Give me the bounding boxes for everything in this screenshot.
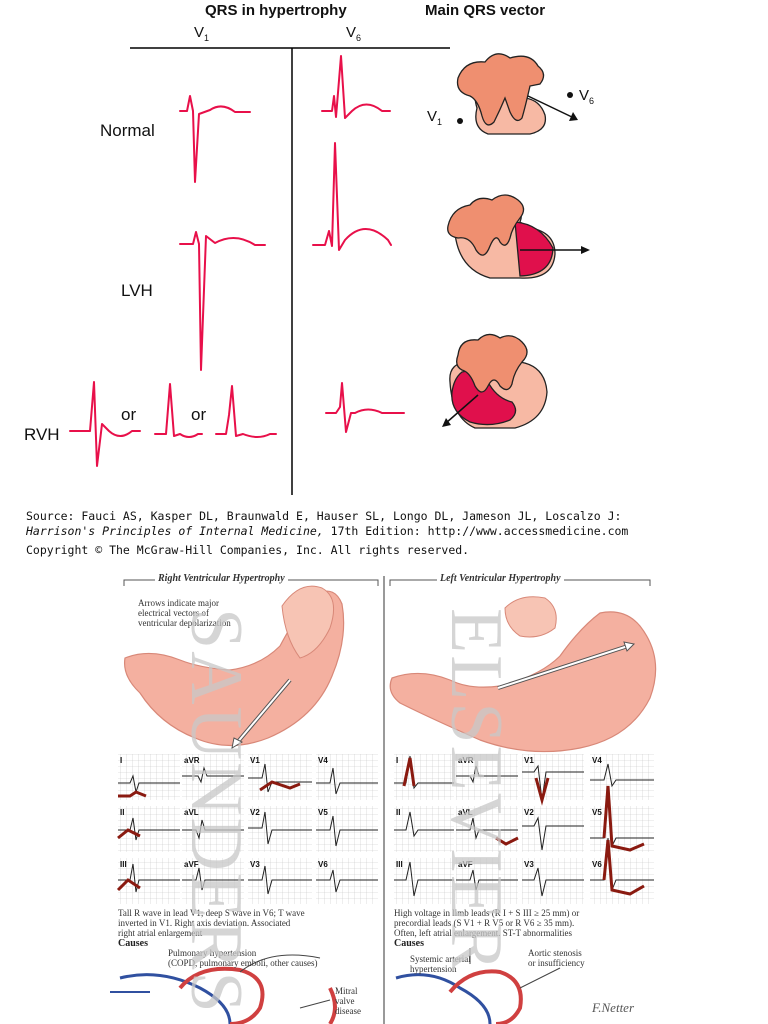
netter-ventricular-hypertrophy-plate: Right Ventricular Hypertrophy Left Ventr… — [0, 568, 768, 1024]
trace-normal-v6 — [321, 55, 391, 119]
lvh-lead-aVR: aVR — [458, 756, 474, 765]
lvh-lead-V1: V1 — [524, 756, 534, 765]
lvh-lead-V3: V3 — [524, 860, 534, 869]
rvh-lead-II: II — [120, 808, 125, 817]
lead-v1-label: V1 — [194, 24, 210, 43]
rvh-ecg-grids — [116, 754, 378, 904]
lvh-criteria-text: High voltage in limb leads (R I + S III … — [394, 908, 580, 938]
row-label-rvh: RVH — [24, 425, 60, 444]
rvh-lead-V5: V5 — [318, 808, 328, 817]
lvh-lead-V6: V6 — [592, 860, 602, 869]
rvh-lead-V3: V3 — [250, 860, 260, 869]
trace-rvh-v1-a — [69, 381, 141, 467]
rvh-panel-title: Right Ventricular Hypertrophy — [155, 573, 288, 584]
lead-v6-label: V6 — [346, 24, 362, 43]
copyright-line: Copyright © The McGraw-Hill Companies, I… — [26, 543, 470, 557]
lvh-vessels-illustration — [395, 948, 561, 1024]
or-label-2: or — [191, 405, 207, 424]
heart-lvh — [447, 194, 590, 279]
rvh-lead-aVL: aVL — [184, 808, 199, 817]
rvh-heart-illustration — [123, 585, 345, 750]
row-label-lvh: LVH — [121, 281, 153, 300]
rvh-lead-V1: V1 — [250, 756, 260, 765]
lvh-lead-III: III — [396, 860, 403, 869]
trace-rvh-v1-c — [215, 385, 277, 438]
book-title: Harrison's Principles of Internal Medici… — [26, 524, 324, 538]
rvh-lead-aVR: aVR — [184, 756, 200, 765]
netter-plate-svg — [110, 576, 657, 1024]
header-main-qrs-vector: Main QRS vector — [425, 2, 546, 19]
lvh-heart-illustration — [389, 596, 657, 753]
rvh-vessels-illustration — [110, 954, 337, 1024]
lvh-cause-aortic: Aortic stenosis or insufficiency — [528, 948, 585, 968]
row-label-normal: Normal — [100, 121, 155, 140]
lvh-lead-II: II — [396, 808, 401, 817]
rvh-lead-V4: V4 — [318, 756, 328, 765]
trace-lvh-v6 — [312, 142, 392, 251]
lvh-lead-aVL: aVL — [458, 808, 473, 817]
lvh-lead-I: I — [396, 756, 399, 765]
lvh-ecg-grids — [394, 754, 654, 904]
or-label-1: or — [121, 405, 137, 424]
heart-normal — [456, 53, 578, 135]
header-qrs-in-hypertrophy: QRS in hypertrophy — [205, 2, 347, 19]
heart-rvh — [442, 333, 548, 429]
rvh-causes-label: Causes — [118, 938, 149, 949]
trace-lvh-v1 — [179, 231, 266, 371]
rvh-lead-V2: V2 — [250, 808, 260, 817]
trace-rvh-v6 — [325, 382, 405, 433]
lvh-lead-V4: V4 — [592, 756, 602, 765]
lvh-cause-hypertension: Systemic arterial hypertension — [410, 954, 471, 974]
rvh-cause-mitral: Mitral valve disease — [335, 986, 361, 1016]
lvh-lead-V5: V5 — [592, 808, 602, 817]
qrs-diagram-svg — [69, 47, 590, 495]
trace-normal-v1 — [179, 95, 251, 183]
trace-rvh-v1-b — [154, 383, 203, 438]
source-citation-line2: Harrison's Principles of Internal Medici… — [26, 524, 629, 538]
lvh-panel-title: Left Ventricular Hypertrophy — [437, 573, 564, 584]
rvh-lead-III: III — [120, 860, 127, 869]
rvh-cause-pulmonary: Pulmonary hypertension (COPD, pulmonary … — [168, 948, 318, 968]
qrs-hypertrophy-figure: QRS in hypertrophy Main QRS vector V1 V6… — [0, 0, 768, 500]
netter-signature: F.Netter — [592, 1000, 635, 1015]
vector-v1-label: V1 — [427, 108, 443, 127]
lvh-causes-label: Causes — [394, 938, 425, 949]
rvh-lead-I: I — [120, 756, 123, 765]
rvh-lead-aVF: aVF — [184, 860, 199, 869]
rvh-arrow-note: Arrows indicate major electrical vectors… — [138, 598, 231, 628]
rvh-lead-V6: V6 — [318, 860, 328, 869]
source-citation-line1: Source: Fauci AS, Kasper DL, Braunwald E… — [26, 509, 622, 523]
watermark-right: ELSEVIER — [440, 608, 517, 974]
lvh-lead-aVF: aVF — [458, 860, 473, 869]
rvh-criteria-text: Tall R wave in lead V1; deep S wave in V… — [118, 908, 305, 938]
vector-v6-label: V6 — [579, 87, 595, 106]
watermark-left: SAUNDERS — [180, 608, 257, 1008]
lvh-lead-V2: V2 — [524, 808, 534, 817]
